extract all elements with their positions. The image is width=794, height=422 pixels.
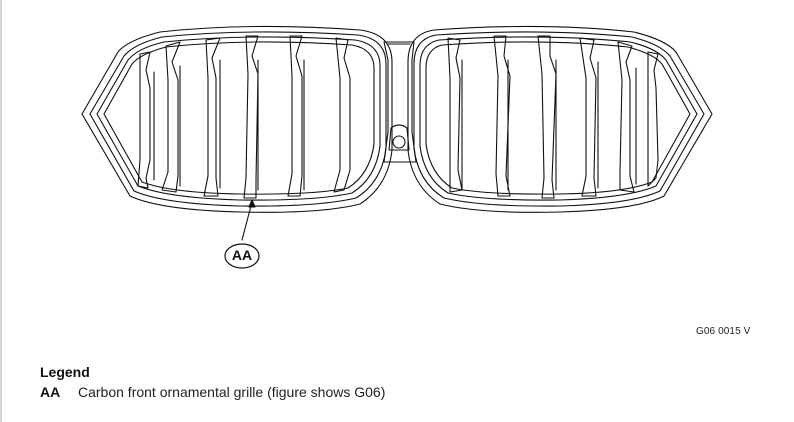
legend-item: AA Carbon front ornamental grille (figur… (40, 384, 385, 400)
legend: Legend AA Carbon front ornamental grille… (40, 364, 385, 400)
legend-description: Carbon front ornamental grille (figure s… (78, 384, 386, 400)
figure-code: G06 0015 V (696, 326, 751, 337)
legend-key: AA (40, 384, 61, 400)
left-border (0, 0, 2, 422)
callout-label: AA (231, 247, 253, 263)
callout-leader (241, 199, 256, 241)
legend-title: Legend (40, 364, 90, 380)
center-bridge (383, 41, 417, 163)
grille-illustration: AA (81, 25, 713, 269)
sensor-icon (392, 135, 406, 149)
right-kidney (407, 25, 713, 213)
left-kidney (81, 25, 393, 213)
callout-aa (224, 243, 260, 269)
